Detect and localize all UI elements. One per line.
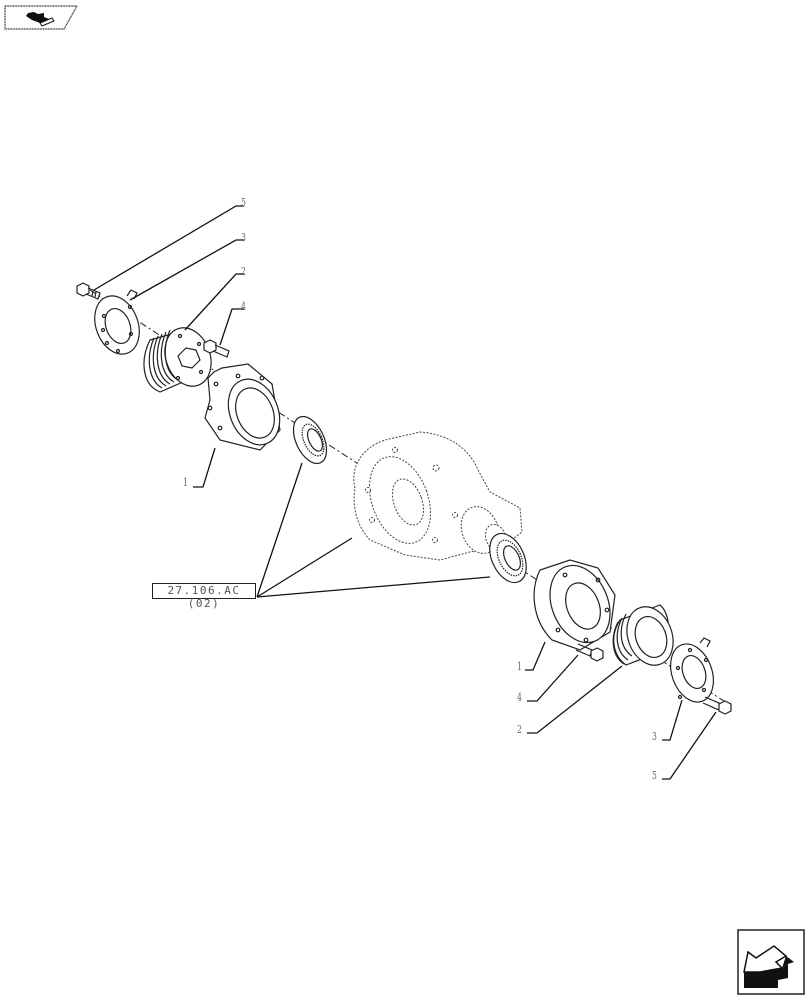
callout-1-bottom[interactable]: 1 <box>517 660 522 673</box>
callout-4-bottom[interactable]: 4 <box>517 691 522 704</box>
taper-bearing-bottom[interactable] <box>483 528 534 589</box>
bolt-bottom[interactable] <box>702 696 732 715</box>
taper-bearing-top[interactable] <box>287 411 334 468</box>
book-arrow-back-icon <box>4 5 79 30</box>
reference-link[interactable]: 27.106.AC (02) <box>152 583 256 610</box>
adjuster-ring-top[interactable] <box>143 321 219 393</box>
callout-3-top[interactable]: 3 <box>241 231 246 244</box>
differential-case[interactable] <box>353 431 523 561</box>
bearing-housing-bottom[interactable] <box>533 556 621 651</box>
bearing-housing-top[interactable] <box>204 363 289 453</box>
callout-2-bottom[interactable]: 2 <box>517 723 522 736</box>
callout-5-bottom[interactable]: 5 <box>652 769 657 782</box>
bolt-top[interactable] <box>76 282 101 300</box>
lock-plate-bottom[interactable] <box>663 637 721 708</box>
bolt-small-bottom[interactable] <box>575 643 604 662</box>
callout-5-top[interactable]: 5 <box>241 196 246 209</box>
adjuster-ring-bottom[interactable] <box>612 600 681 671</box>
callout-1-top[interactable]: 1 <box>183 476 188 489</box>
arrow-back-left-icon <box>737 929 805 995</box>
leader-lines <box>93 205 717 780</box>
back-navigation-button[interactable] <box>736 928 806 996</box>
lock-plate-top[interactable] <box>87 289 147 361</box>
bolt-small-top[interactable] <box>203 339 230 358</box>
callout-2-top[interactable]: 2 <box>241 265 246 278</box>
callout-3-bottom[interactable]: 3 <box>652 730 657 743</box>
previous-page-button[interactable] <box>4 4 79 30</box>
callout-4-top[interactable]: 4 <box>241 300 246 313</box>
